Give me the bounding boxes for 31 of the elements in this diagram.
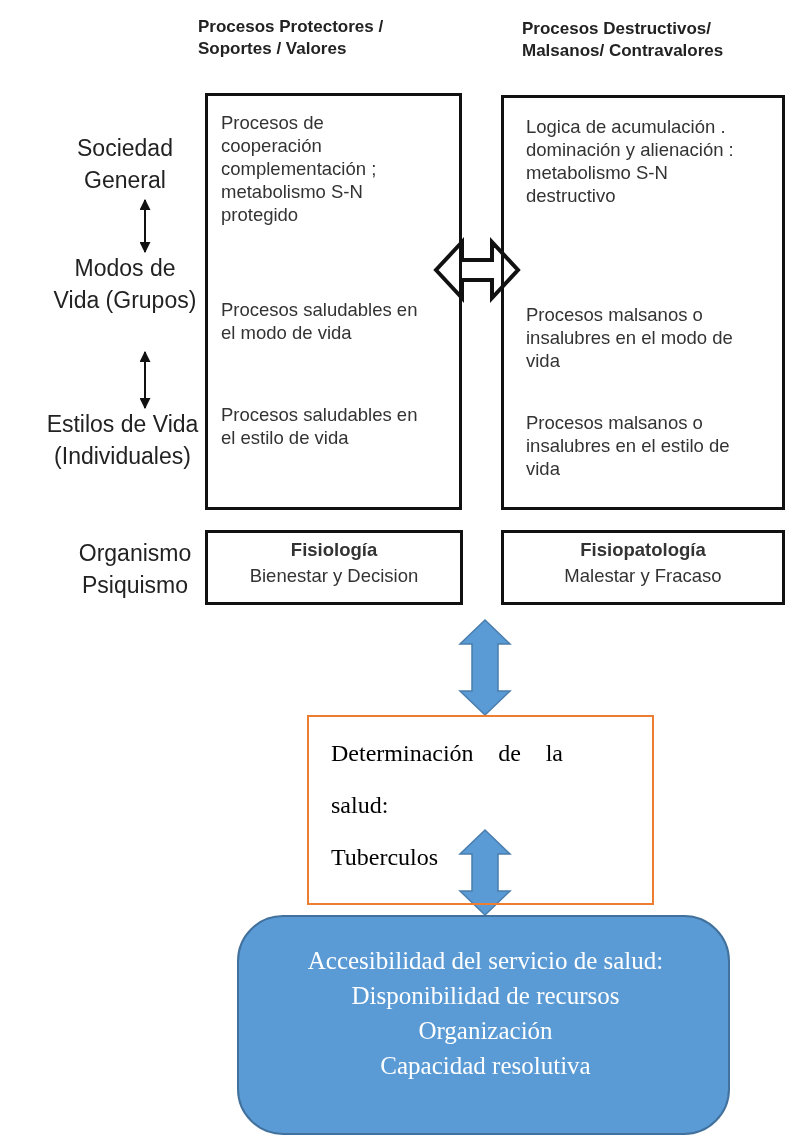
- box-text: Capacidad resolutiva: [379, 1051, 592, 1081]
- determination-box: [307, 715, 654, 905]
- arrow: [139, 198, 151, 254]
- state-box: [501, 530, 785, 605]
- process-text: Procesos saludables en el modo de vida: [221, 298, 419, 344]
- column-heading: Procesos Destructivos/ Malsanos/ Contravalores: [522, 18, 725, 62]
- process-text: Logica de acumulación . dominación y alienación : metabolismo S-N destructivo: [526, 115, 735, 207]
- box-text: Determinación de la salud:: [331, 739, 563, 820]
- block-arrow: [433, 236, 521, 304]
- box-text: Malestar y Fracaso: [563, 565, 723, 587]
- block-arrow: [458, 828, 512, 917]
- box-text: Organización: [417, 1016, 554, 1046]
- box-text: Bienestar y Decision: [248, 565, 420, 587]
- box-text: Accesibilidad del servicio de salud:: [306, 946, 665, 976]
- box-title: Fisiología: [289, 539, 379, 561]
- state-box: [205, 530, 463, 605]
- level-label: Organismo Psiquismo: [77, 539, 193, 600]
- box-text: Tuberculos: [331, 843, 440, 872]
- process-text: Procesos saludables en el estilo de vida: [221, 403, 419, 449]
- level-label: Estilos de Vida (Individuales): [40, 408, 205, 508]
- process-text: Procesos de cooperación complementación ; metabolismo S-N protegido: [221, 111, 378, 226]
- column-heading: Procesos Protectores / Soportes / Valores: [198, 16, 385, 60]
- arrow: [139, 350, 151, 410]
- process-text: Procesos malsanos o insalubres en el estilo de vida: [526, 411, 731, 480]
- service-box: [237, 915, 730, 1135]
- box-text: Disponibilidad de recursos: [350, 981, 621, 1011]
- level-label: Sociedad General: [50, 132, 200, 200]
- process-text: Procesos malsanos o insalubres en el modo de vida: [526, 303, 734, 372]
- level-label: Modos de Vida (Grupos): [50, 252, 200, 352]
- box-title: Fisiopatología: [579, 539, 707, 561]
- block-arrow: [458, 618, 512, 717]
